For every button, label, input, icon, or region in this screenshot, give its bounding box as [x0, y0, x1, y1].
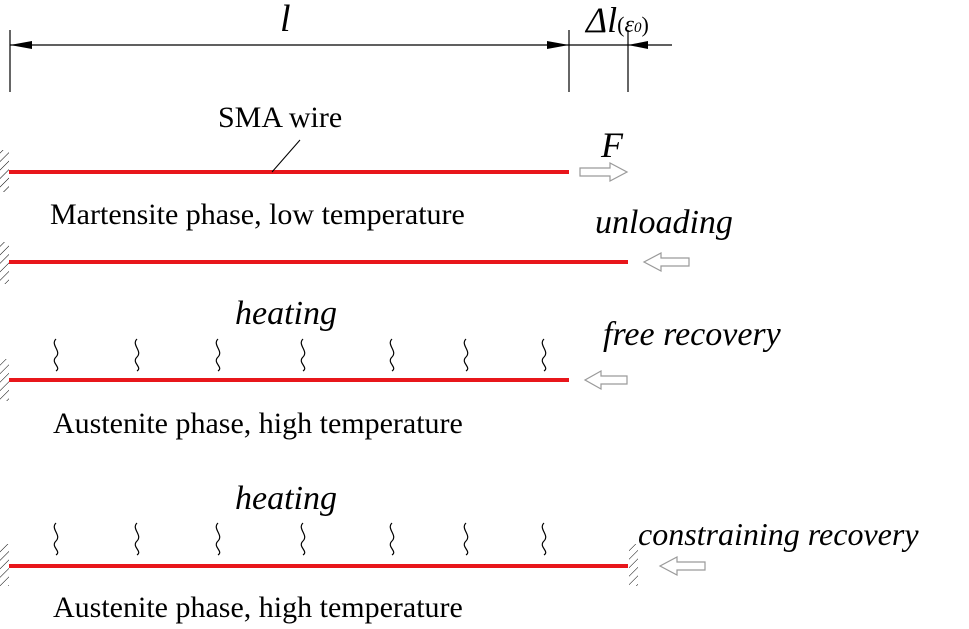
constraining-arrow-left [658, 556, 706, 576]
heat-squiggle [53, 338, 59, 372]
dimension-arrowheads [10, 41, 648, 49]
heat-squiggle [300, 338, 306, 372]
heat-squiggle [300, 522, 306, 556]
heat-squiggle [53, 522, 59, 556]
unloading-arrow-left [642, 252, 690, 272]
wall-support-right-4 [629, 544, 638, 586]
arrowhead-mid [547, 41, 569, 49]
delta-length-symbol: Δl [586, 0, 618, 40]
force-label: F [601, 125, 623, 165]
austenite-phase-label-stage4: Austenite phase, high temperature [53, 591, 463, 624]
arrowhead-right [628, 41, 648, 49]
strain-open-paren: ( [617, 12, 625, 37]
heating-label-stage4: heating [235, 480, 337, 517]
heating-label-stage3: heating [235, 295, 337, 332]
strain-subscript: 0 [633, 20, 642, 36]
wire-label-leader [271, 139, 301, 173]
heat-squiggle [541, 338, 547, 372]
heat-squiggle [215, 338, 221, 372]
wall-support-1 [0, 150, 9, 192]
heat-squiggle [463, 338, 469, 372]
wall-support-4 [0, 544, 9, 586]
force-arrow-right [579, 162, 629, 182]
wall-support-3 [0, 359, 9, 401]
free-recovery-label: free recovery [603, 316, 781, 353]
length-label: l [280, 0, 291, 40]
constraining-recovery-label: constraining recovery [638, 516, 919, 552]
dimension-lines [9, 30, 672, 92]
free-recovery-arrow-left [583, 369, 628, 391]
heat-squiggle [389, 522, 395, 556]
direction-arrows [579, 162, 706, 576]
heat-squiggles-stage3 [53, 338, 547, 372]
heat-squiggle [389, 338, 395, 372]
heat-squiggle [215, 522, 221, 556]
strain-close-paren: ) [641, 12, 649, 37]
heat-squiggle [134, 522, 140, 556]
heat-squiggle [463, 522, 469, 556]
heat-squiggle [541, 522, 547, 556]
unloading-label: unloading [595, 204, 733, 241]
heat-squiggles-stage4 [53, 522, 547, 556]
arrowhead-left [10, 41, 32, 49]
wall-support-2 [0, 242, 9, 284]
martensite-phase-label: Martensite phase, low temperature [50, 198, 465, 231]
sma-wire-label: SMA wire [218, 101, 343, 134]
heat-squiggle [134, 338, 140, 372]
strain-label: Δl(ε0) [586, 2, 649, 38]
strain-epsilon: ε [624, 12, 634, 38]
austenite-phase-label-stage3: Austenite phase, high temperature [53, 407, 463, 440]
